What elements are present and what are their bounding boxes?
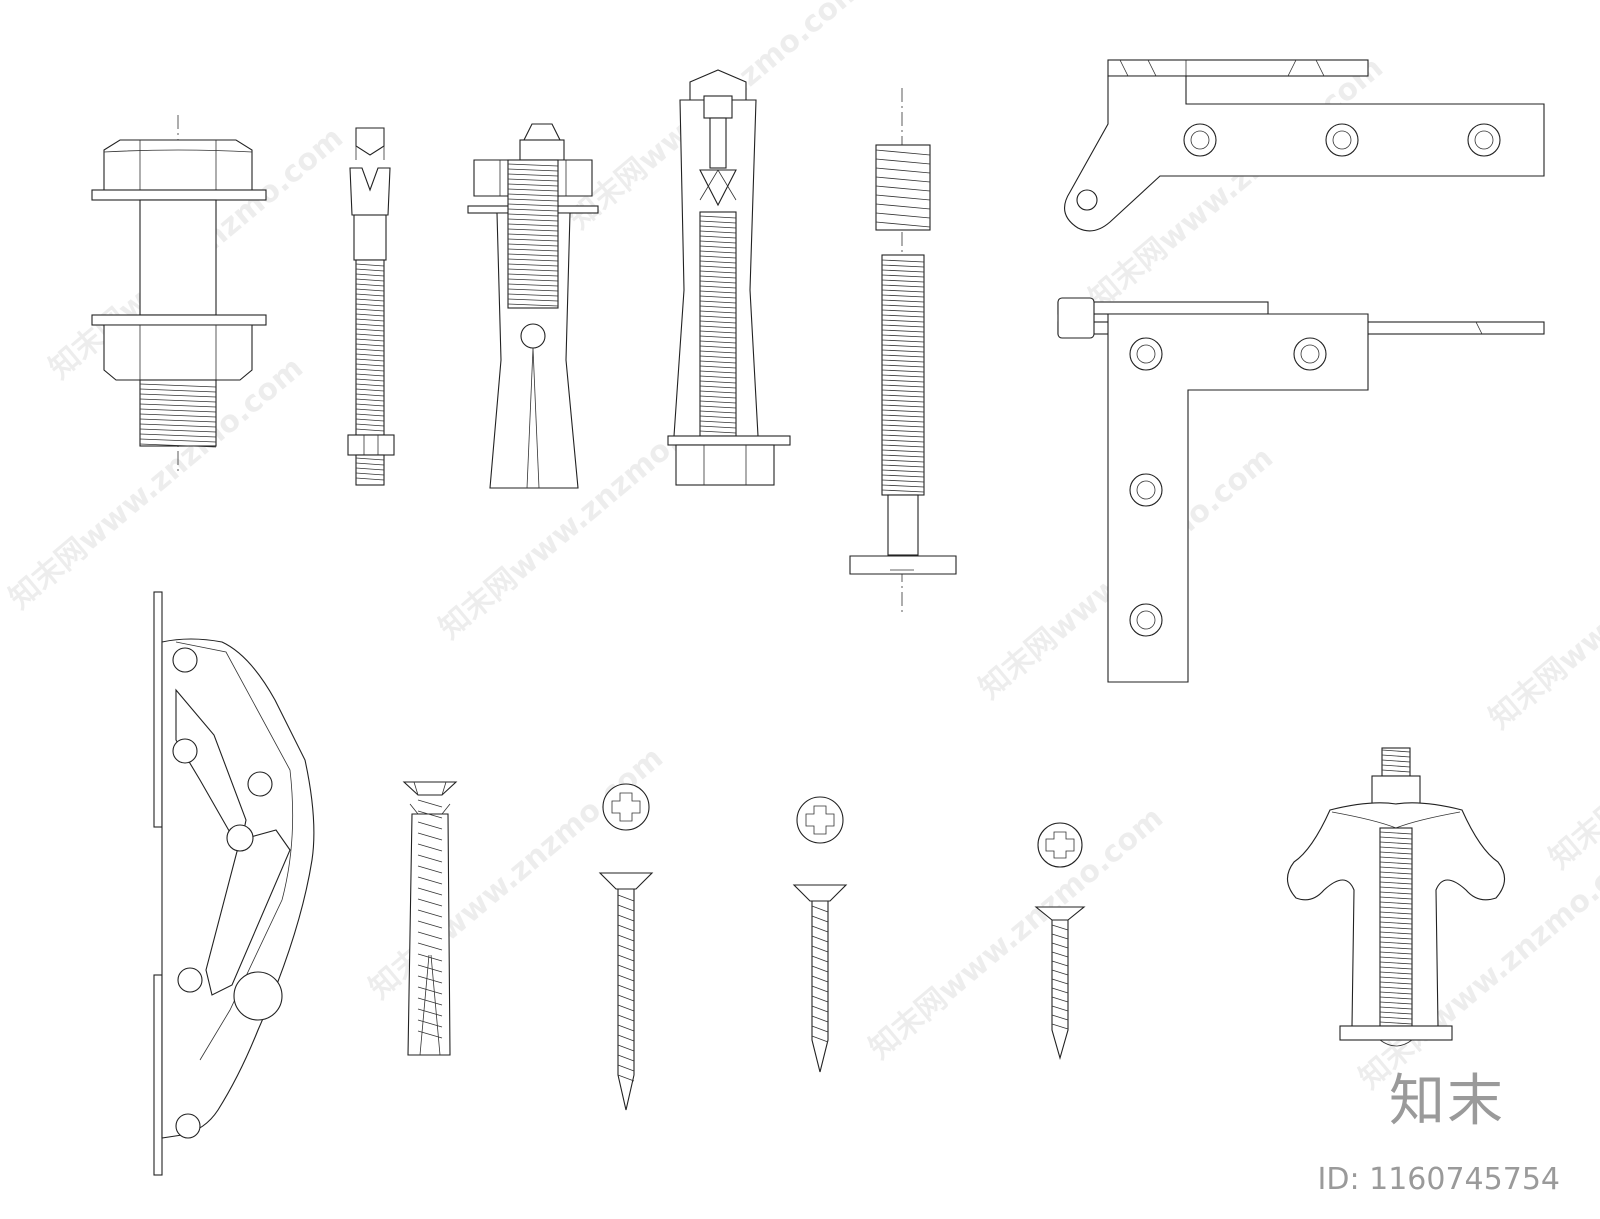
drop-in-expansion-anchor	[667, 69, 791, 486]
threaded-insert-bolt	[849, 88, 957, 612]
sleeve-expansion-anchor	[467, 123, 599, 489]
brand-logo-text: 知末	[1389, 1069, 1505, 1134]
adjustable-leveling-foot	[1286, 747, 1506, 1047]
pivot-hinge	[1057, 297, 1545, 683]
wedge-anchor-bolt	[347, 127, 395, 486]
countersunk-screw-large	[598, 783, 654, 1111]
countersunk-screw-small	[1034, 822, 1086, 1061]
hex-bolt-with-nut	[91, 115, 267, 475]
watermark-text: 知末网www.znzmo.com	[863, 800, 1170, 1066]
flag-hinge	[1064, 59, 1545, 232]
concealed-cabinet-hinge	[153, 591, 315, 1176]
file-id-label: ID: 1160745754	[1317, 1162, 1560, 1197]
wall-plug-screw	[402, 781, 458, 1056]
countersunk-screw-medium	[792, 796, 848, 1073]
watermark-text: 知末网www.znzmo.com	[1483, 470, 1600, 736]
